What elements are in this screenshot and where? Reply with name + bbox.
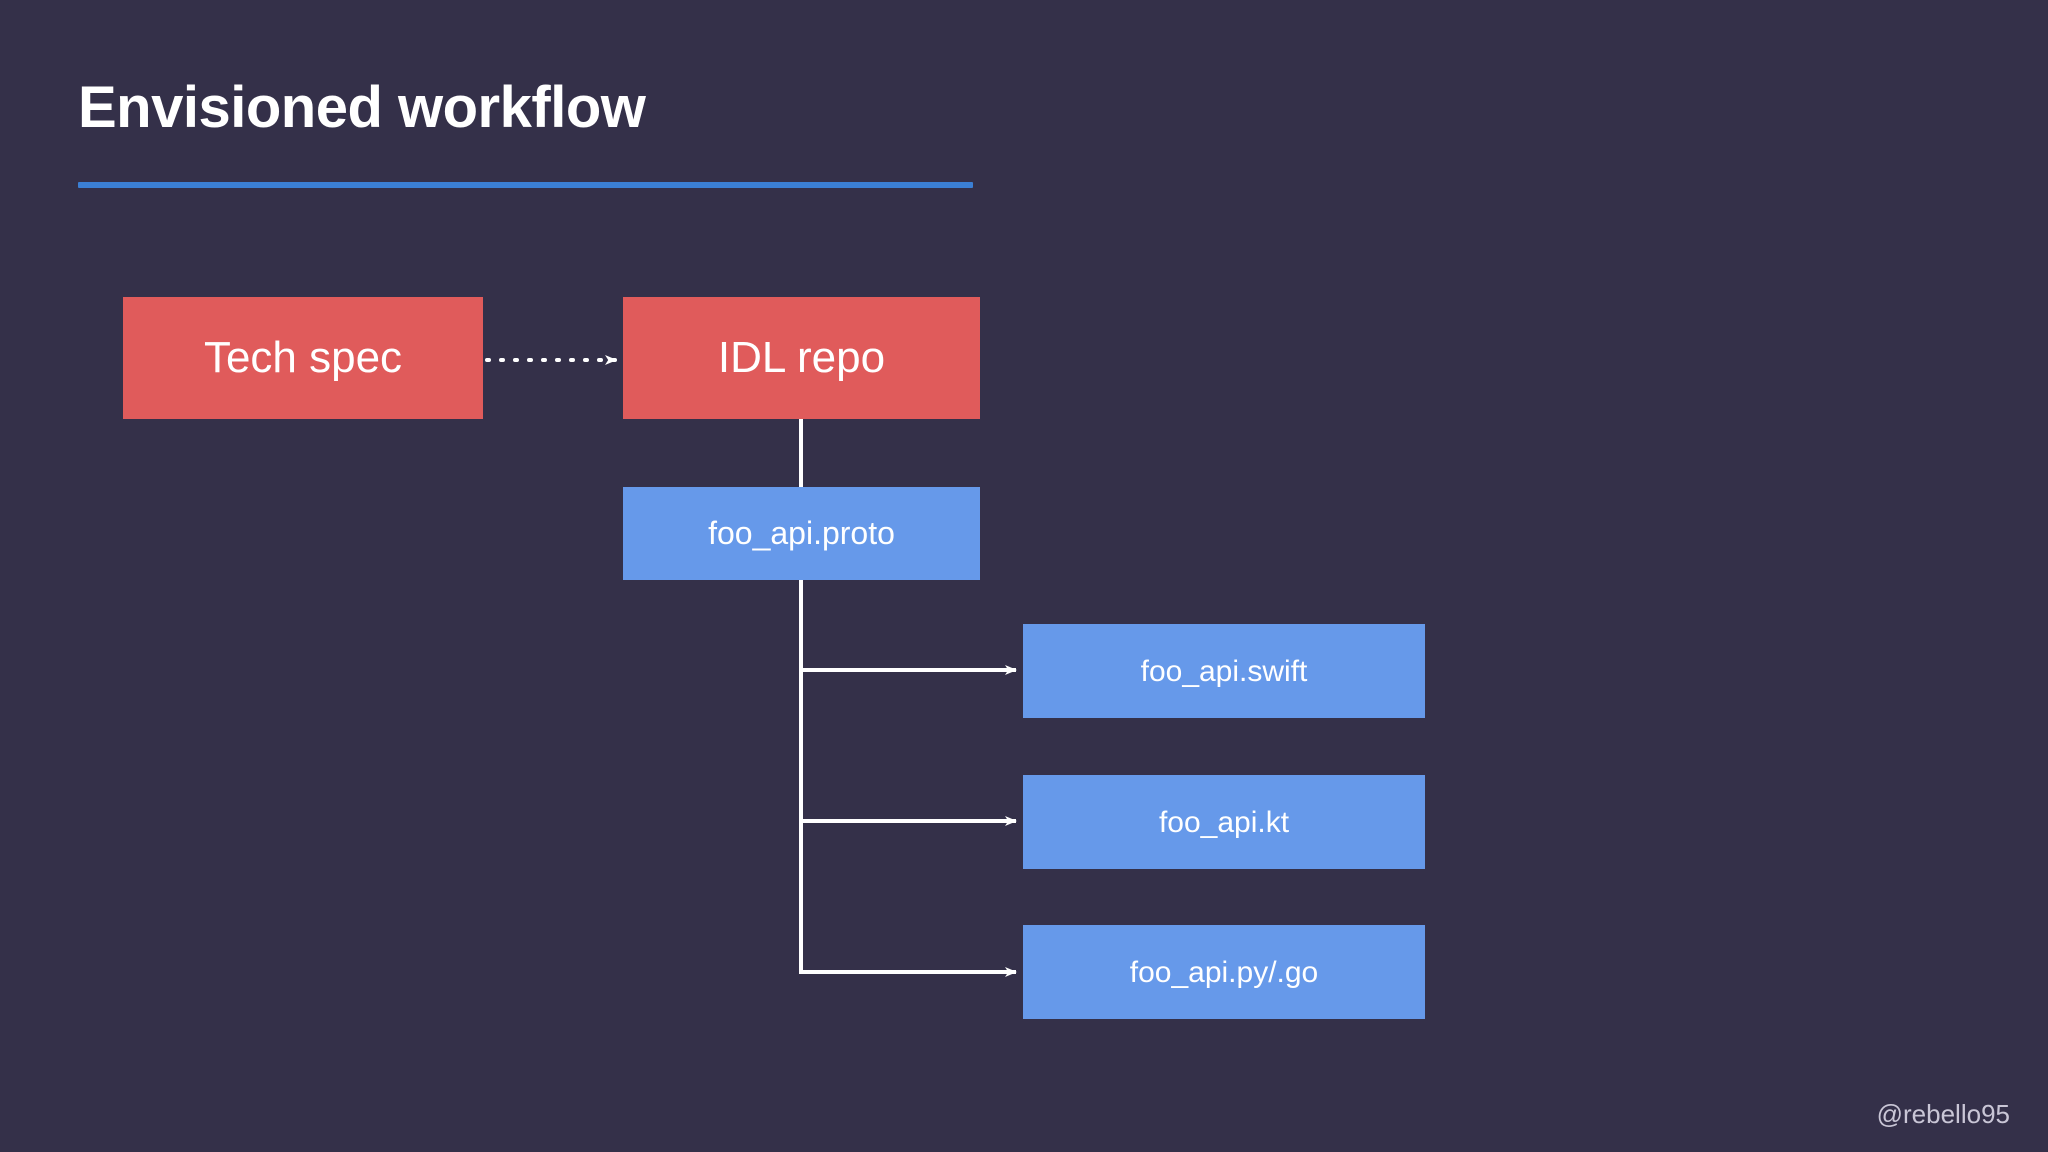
author-watermark: @rebello95 xyxy=(1876,1099,2010,1129)
node-foo-api-proto[interactable]: foo_api.proto xyxy=(623,487,980,580)
node-foo-api-swift[interactable]: foo_api.swift xyxy=(1023,624,1425,718)
node-tech-spec[interactable]: Tech spec xyxy=(123,297,483,419)
title-underline-rule xyxy=(78,182,973,188)
node-foo-api-pygo[interactable]: foo_api.py/.go xyxy=(1023,925,1425,1019)
node-idl-repo[interactable]: IDL repo xyxy=(623,297,980,419)
node-foo-api-kt[interactable]: foo_api.kt xyxy=(1023,775,1425,869)
page-title: Envisioned workflow xyxy=(78,75,646,140)
